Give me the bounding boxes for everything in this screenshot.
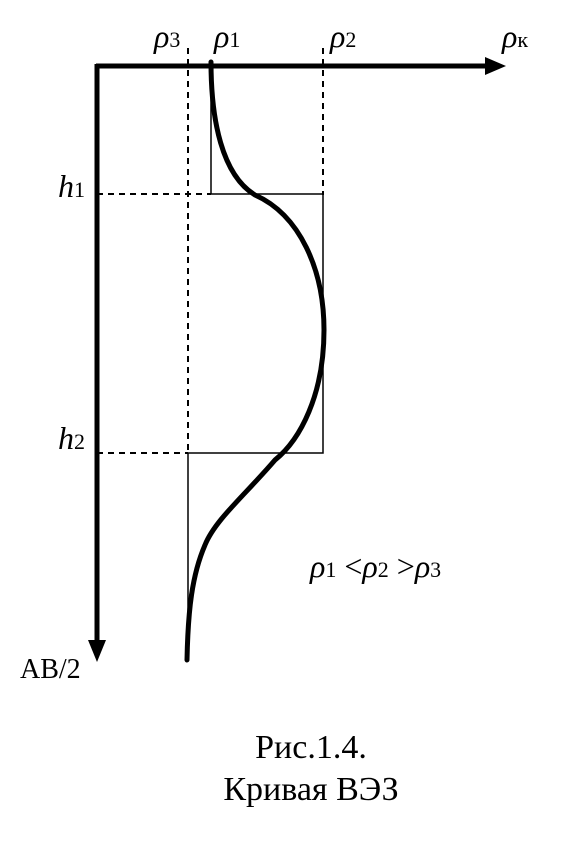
rhok-label: ρк bbox=[502, 18, 529, 54]
h2-label: h2 bbox=[58, 420, 85, 456]
ab2-axis-label: AB/2 bbox=[20, 654, 81, 685]
figure-caption-title: Кривая ВЭЗ bbox=[223, 771, 399, 808]
figure-caption-number: Рис.1.4. bbox=[255, 729, 367, 766]
ves-curve bbox=[184, 59, 327, 663]
resistivity-relation: ρ1 <ρ2 >ρ3 bbox=[310, 548, 442, 584]
depth-axis-arrow bbox=[88, 640, 106, 662]
h1-label: h1 bbox=[58, 168, 85, 204]
rho3-label: ρ3 bbox=[154, 18, 181, 54]
rho-axis-arrow bbox=[485, 57, 506, 75]
rho1-label: ρ1 bbox=[214, 18, 241, 54]
rho2-label: ρ2 bbox=[330, 18, 357, 54]
layer-model-line bbox=[187, 66, 324, 650]
